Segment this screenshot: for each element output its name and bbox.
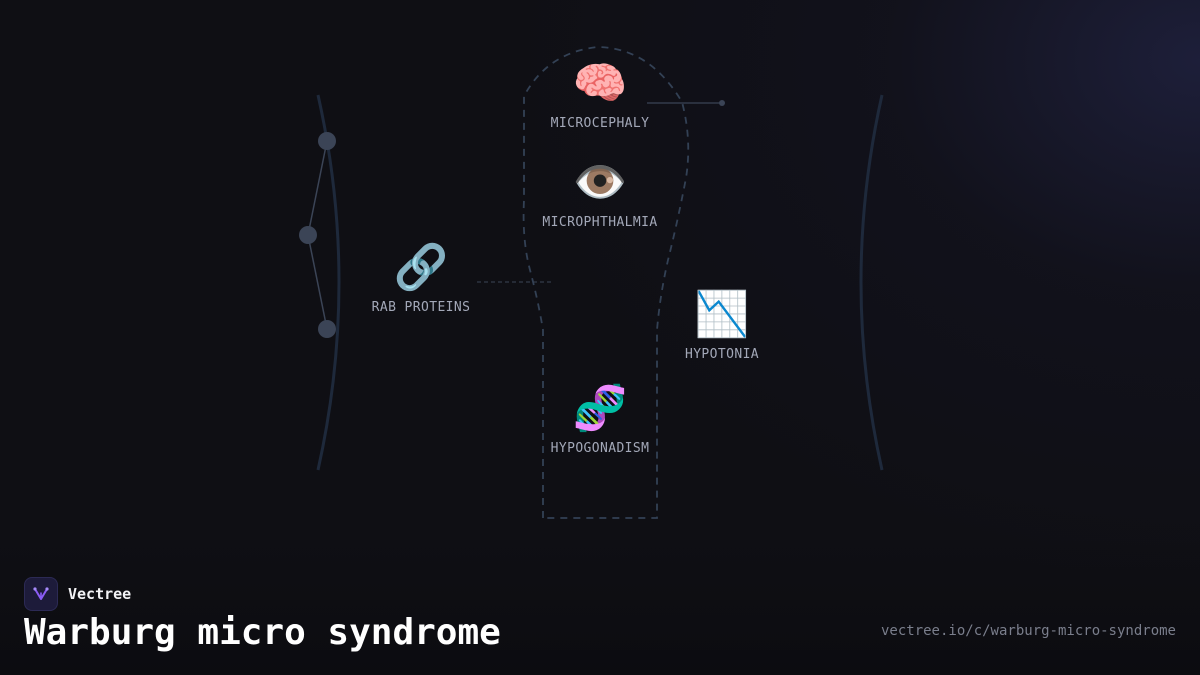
vectree-logo-icon — [24, 577, 58, 611]
brand-name: Vectree — [68, 585, 132, 603]
node-microphthalmia: 👁️ MICROPHTHALMIA — [542, 157, 657, 230]
node-rab-proteins: 🔗 RAB PROTEINS — [372, 242, 471, 315]
page-title: Warburg micro syndrome — [24, 612, 501, 653]
node-label: MICROPHTHALMIA — [542, 215, 658, 230]
brain-icon: 🧠 — [572, 58, 628, 109]
node-label: MICROCEPHALY — [550, 116, 650, 131]
left-node-bottom — [318, 320, 336, 338]
left-bracket-arc — [316, 94, 341, 471]
node-hypotonia: 📉 HYPOTONIA — [685, 289, 759, 362]
eye-icon: 👁️ — [572, 157, 628, 208]
node-label: HYPOGONADISM — [550, 441, 650, 456]
node-microcephaly: 🧠 MICROCEPHALY — [551, 58, 650, 131]
page-url[interactable]: vectree.io/c/warburg-micro-syndrome — [880, 623, 1176, 639]
chart-decreasing-icon: 📉 — [694, 289, 750, 340]
node-hypogonadism: 🧬 HYPOGONADISM — [551, 383, 650, 456]
left-node-middle — [299, 226, 317, 244]
chain-link-icon: 🔗 — [393, 242, 449, 293]
node-label: RAB PROTEINS — [371, 300, 471, 315]
dna-icon: 🧬 — [572, 383, 628, 434]
right-bracket-arc — [859, 94, 884, 471]
microcephaly-pointer-dot — [719, 100, 725, 106]
node-label: HYPOTONIA — [684, 347, 760, 362]
left-node-top — [318, 132, 336, 150]
brand[interactable]: Vectree — [24, 577, 131, 611]
background-shade — [0, 535, 1200, 675]
dashed-body-outline — [522, 46, 690, 519]
